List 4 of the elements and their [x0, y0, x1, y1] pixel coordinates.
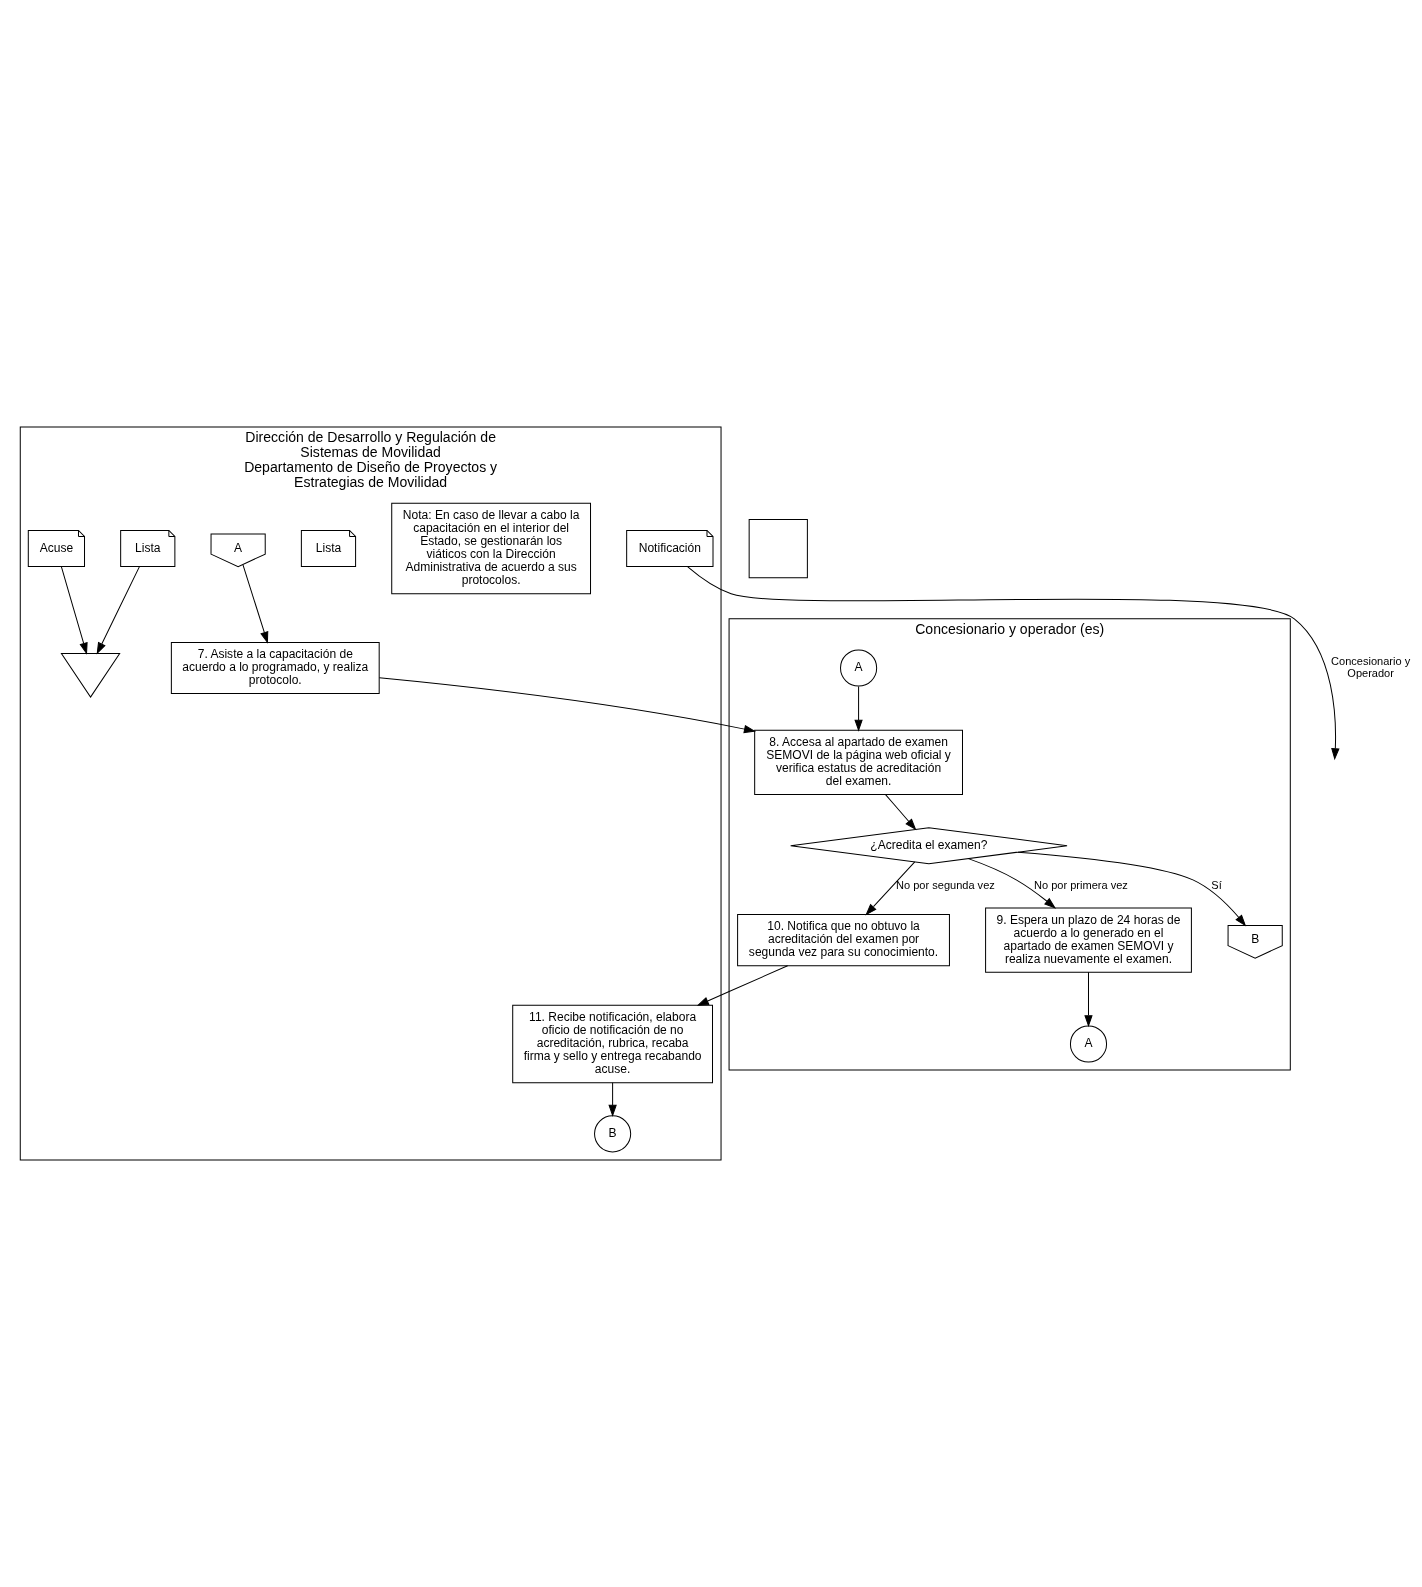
edge-label: Concesionario y Operador — [1331, 654, 1411, 679]
edge-label: No por primera vez — [1034, 878, 1128, 891]
edge-label: Sí — [1211, 878, 1222, 891]
edge-label: No por segunda vez — [896, 878, 995, 891]
